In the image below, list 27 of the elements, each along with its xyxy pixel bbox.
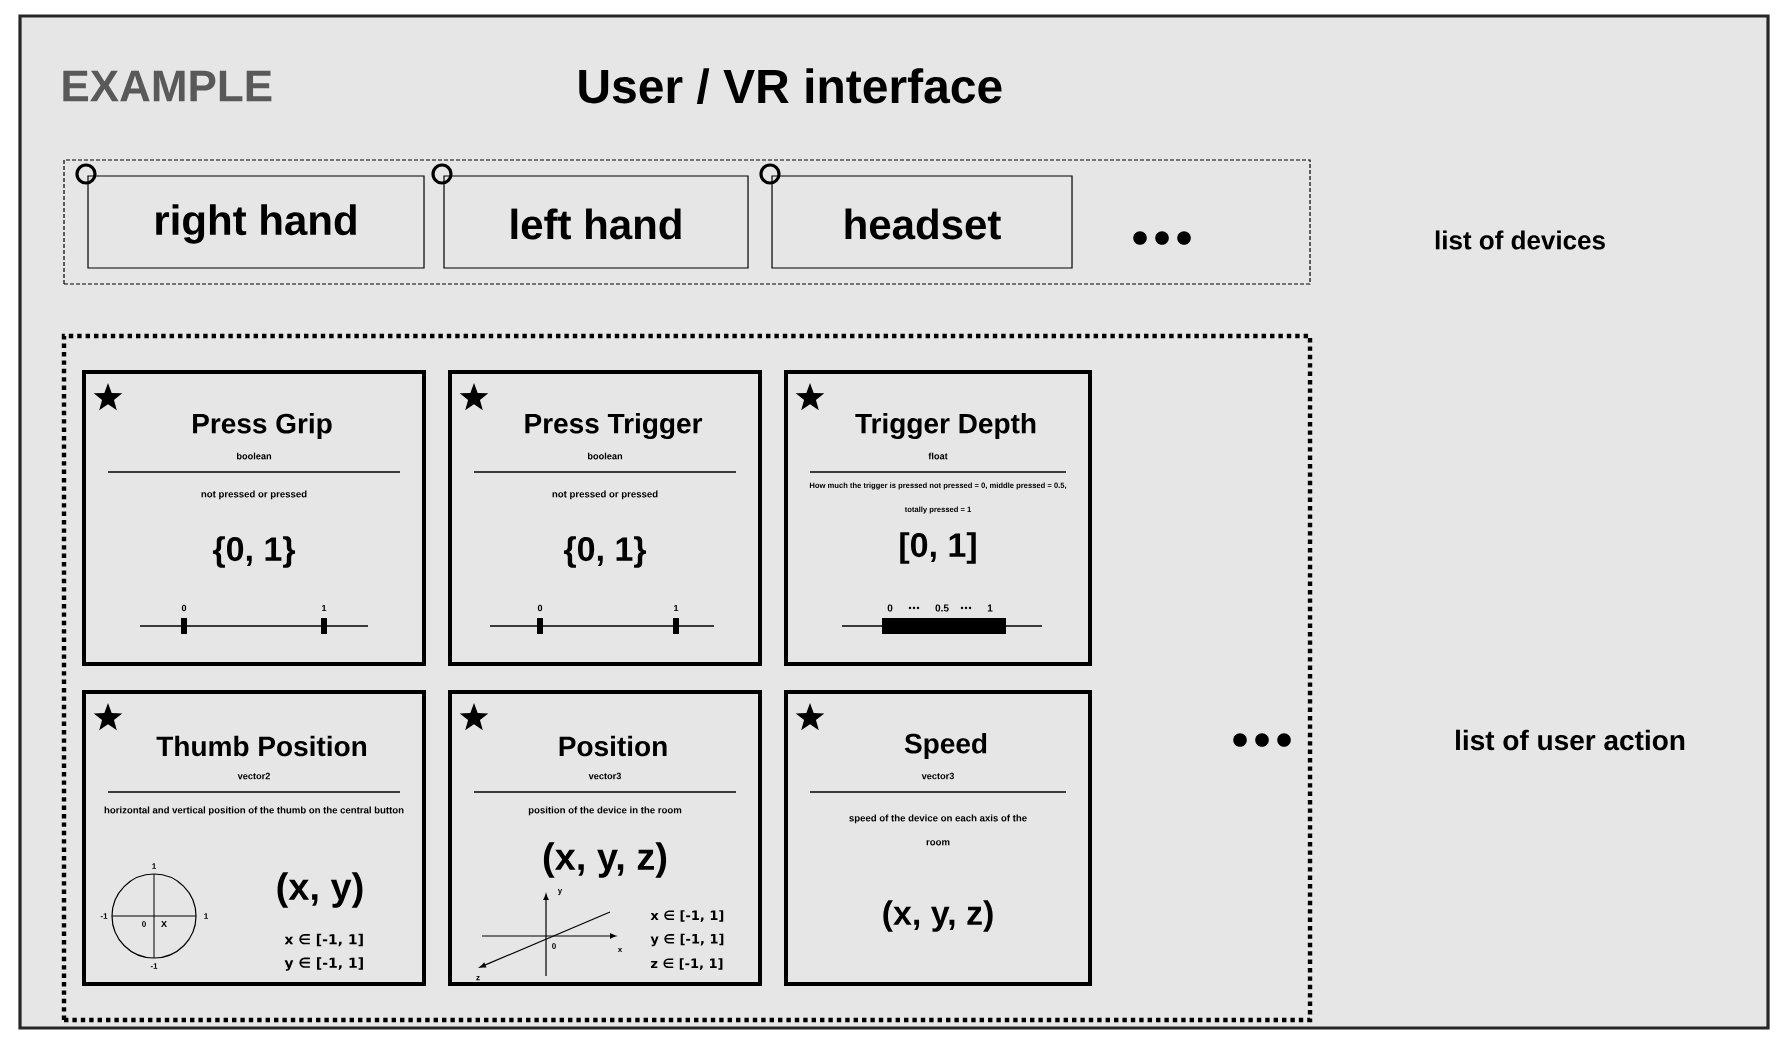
card-title: Thumb Position [156, 735, 367, 757]
value-range: (x, y) [277, 872, 363, 908]
title: User / VR interface [579, 68, 1002, 104]
value-range: [0, 1] [900, 532, 976, 564]
card-title: Press Grip [193, 412, 332, 440]
card-title: Speed [904, 732, 987, 760]
value-range: (x, y, z) [883, 900, 993, 932]
action-card [784, 690, 1092, 986]
action-card [82, 690, 426, 986]
action-card [82, 370, 426, 666]
value-range: {0, 1} [212, 536, 296, 568]
action-card [784, 370, 1092, 666]
value-range: {0, 1} [563, 536, 647, 568]
action-card [448, 370, 762, 666]
side-label: list of user action [1456, 729, 1685, 751]
value-range: (x, y, z) [543, 842, 667, 878]
group-box [61, 333, 1313, 1023]
card-title: Position [559, 735, 667, 757]
card-title: Press Trigger [525, 412, 703, 440]
action-card [448, 690, 762, 986]
group-box [63, 159, 1311, 285]
device-box: right hand [87, 175, 425, 269]
card-title: Trigger Depth [855, 412, 1036, 440]
device-box: left hand [443, 175, 749, 269]
device-box: headset [771, 175, 1073, 269]
side-label: list of devices [1435, 230, 1605, 250]
heading-label: EXAMPLE [63, 70, 272, 102]
